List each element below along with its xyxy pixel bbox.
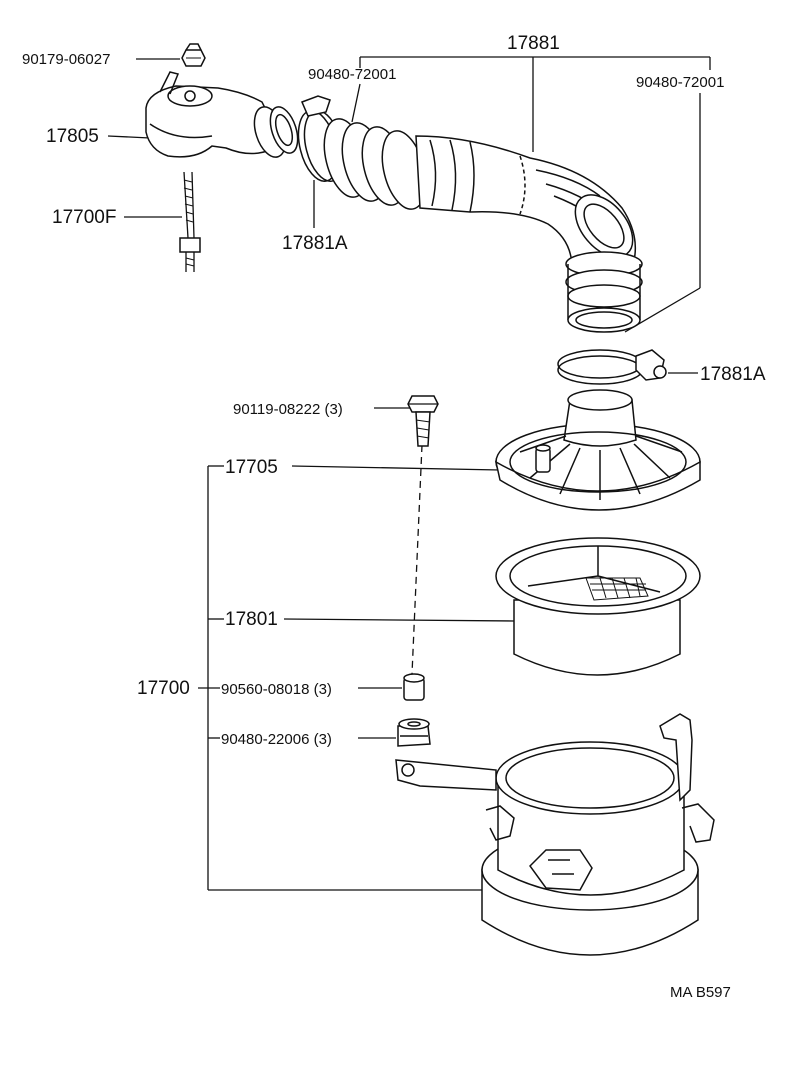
reference-code: MA B597 xyxy=(670,984,731,1001)
air-hose-17881 xyxy=(323,118,643,333)
air-cleaner-cap-17705 xyxy=(494,389,701,511)
stud-bolt-17700F xyxy=(179,171,201,272)
label-17881A-right: 17881A xyxy=(700,364,766,385)
bolt-90119-08222 xyxy=(407,395,439,447)
clamp-17881A-right xyxy=(557,349,667,385)
nut-90179-06027 xyxy=(181,43,206,67)
label-90480-72001-right: 90480-72001 xyxy=(636,74,724,91)
filter-element-17801 xyxy=(495,537,701,676)
collar-90560-08018 xyxy=(403,673,425,701)
leader-lines xyxy=(107,56,711,891)
label-17700F: 17700F xyxy=(52,207,116,228)
label-17700: 17700 xyxy=(137,678,190,699)
clamp-17881A-left xyxy=(297,95,345,182)
label-17801: 17801 xyxy=(225,609,278,630)
label-17805: 17805 xyxy=(46,126,99,147)
label-90480-72001-left: 90480-72001 xyxy=(308,66,396,83)
label-90179-06027: 90179-06027 xyxy=(22,51,110,68)
label-17881A-left: 17881A xyxy=(282,233,348,254)
grommet-90480-22006 xyxy=(397,718,431,747)
label-17881: 17881 xyxy=(507,33,560,54)
label-90560-08018: 90560-08018 (3) xyxy=(221,681,332,698)
air-cleaner-case xyxy=(395,713,715,956)
label-90119-08222: 90119-08222 (3) xyxy=(233,401,343,418)
intake-connector-17805 xyxy=(145,71,299,158)
label-90480-22006: 90480-22006 (3) xyxy=(221,731,332,748)
label-17705: 17705 xyxy=(225,457,278,478)
